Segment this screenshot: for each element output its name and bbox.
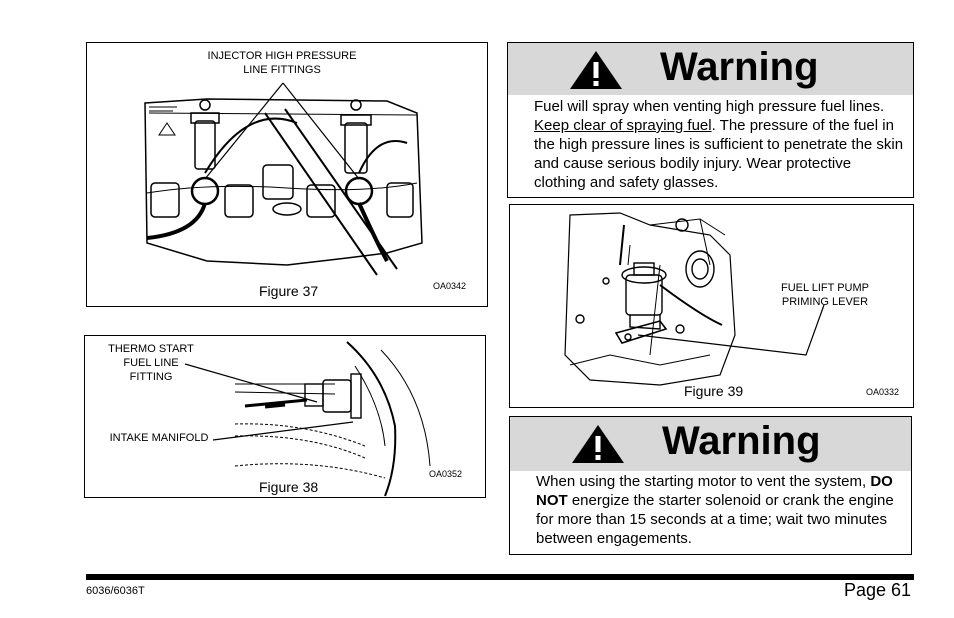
- figure-38-caption: Figure 38: [259, 479, 319, 495]
- figure-38-manifold-label: INTAKE MANIFOLD: [109, 432, 209, 444]
- warning-box-venting: Warning Fuel will spray when venting hig…: [507, 42, 914, 198]
- figure-39-code: OA0332: [866, 387, 900, 397]
- warning-text-underlined: Keep clear of spraying fuel: [534, 117, 712, 134]
- warning-triangle-icon: [570, 51, 622, 89]
- figure-38: THERMO START FUEL LINE FITTING INTAKE MA…: [84, 335, 486, 498]
- figure-37-illustration: [144, 82, 423, 276]
- figure-38-illustration: [184, 341, 431, 497]
- footer-rule: [86, 574, 914, 580]
- warning-header: Warning: [508, 43, 913, 95]
- warning-text-part1: Fuel will spray when venting high pressu…: [534, 98, 885, 115]
- warning-text: When using the starting motor to vent th…: [536, 472, 904, 548]
- warning-header: Warning: [510, 417, 911, 471]
- figure-37-label: INJECTOR HIGH PRESSURE LINE FITTINGS: [207, 50, 357, 76]
- figure-39-illustration: [564, 212, 825, 386]
- model-number: 6036/6036T: [86, 585, 145, 597]
- warning-text-part2: energize the starter solenoid or crank t…: [536, 492, 894, 547]
- warning-text: Fuel will spray when venting high pressu…: [534, 97, 904, 192]
- figure-37: INJECTOR HIGH PRESSURE LINE FITTINGS Fig…: [86, 42, 488, 307]
- figure-38-code: OA0352: [429, 469, 463, 479]
- warning-text-part2: . The pressure of the fuel in the high p…: [534, 117, 904, 191]
- figure-39: FUEL LIFT PUMP PRIMING LEVER Figure 39 O…: [509, 204, 914, 408]
- figure-39-caption: Figure 39: [684, 383, 744, 399]
- figure-37-caption: Figure 37: [259, 283, 319, 299]
- warning-box-starting-motor: Warning When using the starting motor to…: [509, 416, 912, 555]
- figure-37-code: OA0342: [433, 281, 467, 291]
- figure-39-label: FUEL LIFT PUMP PRIMING LEVER: [780, 282, 870, 308]
- page-number: Page 61: [844, 580, 912, 600]
- warning-text-part1: When using the starting motor to vent th…: [536, 473, 871, 490]
- warning-text-bold: DO NOT: [536, 473, 893, 509]
- warning-title: Warning: [662, 419, 821, 463]
- warning-title: Warning: [660, 45, 819, 89]
- figure-38-thermo-label: THERMO START FUEL LINE FITTING: [108, 343, 194, 383]
- warning-triangle-icon: [572, 425, 624, 463]
